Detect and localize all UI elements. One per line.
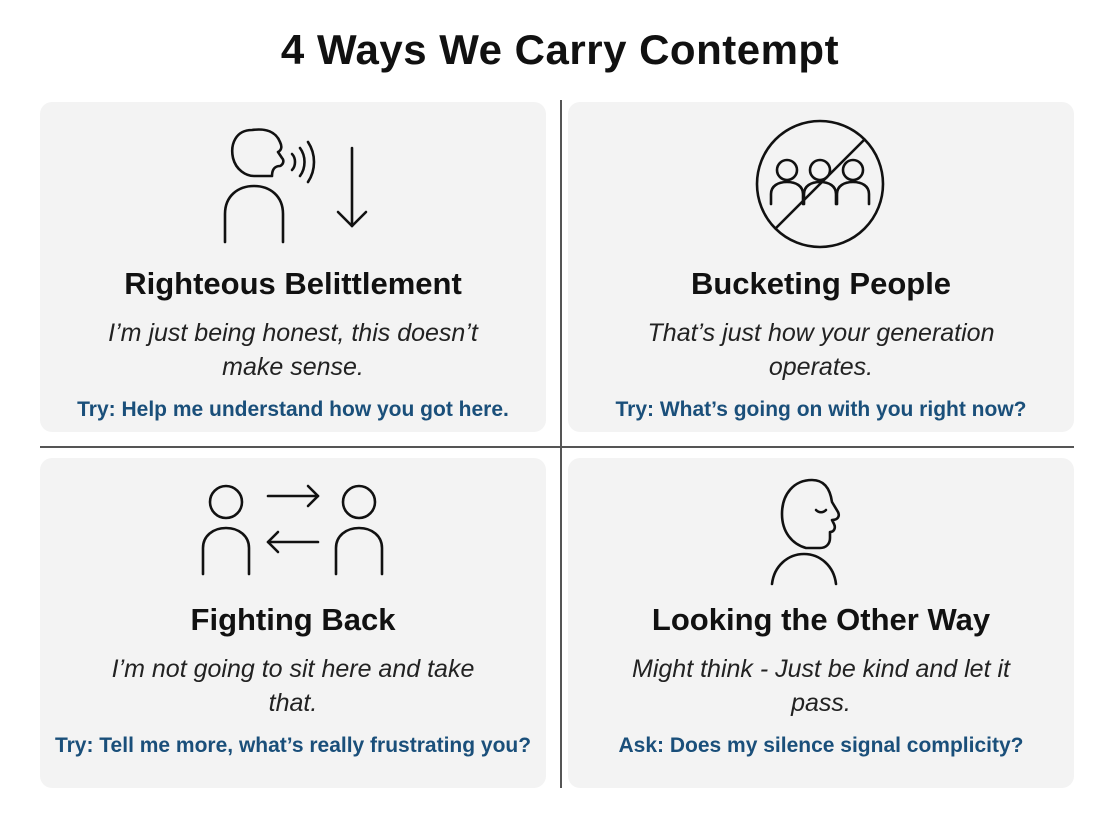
- speaking-down-icon: [40, 102, 546, 262]
- no-group-icon: [568, 102, 1074, 262]
- card-righteous-belittlement: Righteous Belittlement I’m just being ho…: [40, 102, 546, 432]
- card-quote: That’s just how your generation operates…: [647, 319, 995, 381]
- card-heading: Righteous Belittlement: [124, 266, 462, 301]
- card-looking-the-other-way: Looking the Other Way Might think - Just…: [568, 458, 1074, 788]
- card-heading: Looking the Other Way: [651, 602, 991, 637]
- eyes-closed-face-icon: [568, 458, 1074, 618]
- exchange-arrows-icon: [40, 458, 546, 618]
- horizontal-divider: [40, 446, 1074, 448]
- card-quote: I’m not going to sit here and take that.: [111, 655, 475, 717]
- card-prompt: Ask: Does my silence signal complicity?: [618, 734, 1024, 757]
- page-title: 4 Ways We Carry Contempt: [280, 26, 840, 73]
- card-prompt: Try: Tell me more, what’s really frustra…: [54, 734, 532, 757]
- card-heading: Bucketing People: [690, 266, 952, 301]
- card-quote: Might think - Just be kind and let it pa…: [632, 655, 1010, 717]
- card-quote: I’m just being honest, this doesn’t make…: [108, 319, 478, 381]
- vertical-divider: [560, 100, 562, 788]
- card-fighting-back: Fighting Back I’m not going to sit here …: [40, 458, 546, 788]
- card-heading: Fighting Back: [190, 602, 396, 637]
- card-prompt: Try: Help me understand how you got here…: [77, 398, 509, 421]
- card-bucketing-people: Bucketing People That’s just how your ge…: [568, 102, 1074, 432]
- card-prompt: Try: What’s going on with you right now?: [615, 398, 1027, 421]
